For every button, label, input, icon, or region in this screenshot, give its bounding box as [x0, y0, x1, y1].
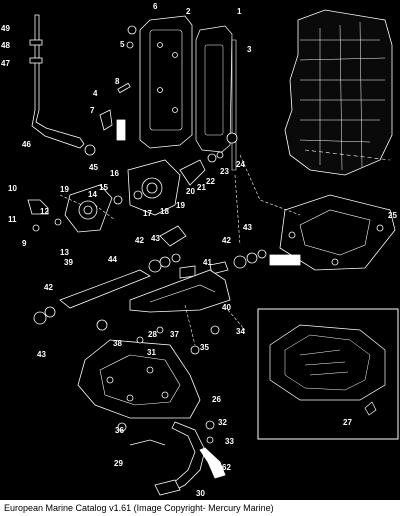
callout-label: 19 — [60, 185, 69, 194]
callout-label: 13 — [60, 248, 69, 257]
callout-label: 14 — [88, 190, 97, 199]
callout-label: 16 — [110, 169, 119, 178]
callout-label: 44 — [108, 255, 117, 264]
callout-label: 47 — [1, 59, 10, 68]
callout-label: 49 — [1, 24, 10, 33]
callout-label: 40 — [222, 303, 231, 312]
callout-label: 5 — [120, 40, 125, 49]
callout-label: 62 — [222, 463, 231, 472]
callout-label: 19 — [176, 201, 185, 210]
callout-label: 48 — [1, 41, 10, 50]
callout-label: 32 — [218, 418, 227, 427]
callout-label: 41 — [203, 258, 212, 267]
callout-label: 12 — [40, 207, 49, 216]
callout-label: 20 — [186, 187, 195, 196]
callout-label: 10 — [8, 184, 17, 193]
callout-label: 18 — [160, 207, 169, 216]
callout-label: 27 — [343, 418, 352, 427]
callout-label: 11 — [8, 215, 17, 224]
hose-part — [31, 14, 85, 149]
callout-labels: 1 2 3 4 5 6 7 8 9 10 11 12 13 14 15 16 1… — [1, 2, 397, 498]
callout-label: 26 — [212, 395, 221, 404]
callout-label: 23 — [220, 167, 229, 176]
callout-label: 45 — [89, 163, 98, 172]
callout-label: 4 — [93, 89, 98, 98]
callout-label: 3 — [247, 45, 252, 54]
callout-label: 8 — [115, 77, 120, 86]
callout-label: 36 — [115, 426, 124, 435]
callout-label: 22 — [206, 177, 215, 186]
callout-label: 24 — [236, 160, 245, 169]
callout-label: 37 — [170, 330, 179, 339]
callout-label: 7 — [90, 106, 95, 115]
engine-block — [284, 9, 393, 176]
callout-label: 30 — [196, 489, 205, 498]
copyright-caption: European Marine Catalog v1.61 (Image Cop… — [0, 500, 400, 516]
callout-label: 28 — [148, 330, 157, 339]
callout-label: 43 — [243, 223, 252, 232]
callout-label: 21 — [197, 183, 206, 192]
callout-label: 17 — [143, 209, 152, 218]
callout-label: 29 — [114, 459, 123, 468]
callout-label: 42 — [44, 283, 53, 292]
inset-box — [257, 308, 399, 440]
callout-label: 38 — [113, 339, 122, 348]
callout-label: 2 — [186, 7, 191, 16]
callout-label: 43 — [151, 234, 160, 243]
callout-label: 43 — [37, 350, 46, 359]
callout-label: 25 — [388, 211, 397, 220]
callout-label: 42 — [222, 236, 231, 245]
callout-label: 35 — [200, 343, 209, 352]
callout-label: 34 — [236, 327, 245, 336]
callout-label: 15 — [99, 183, 108, 192]
parts-diagram: 1 2 3 4 5 6 7 8 9 10 11 12 13 14 15 16 1… — [0, 0, 400, 500]
callout-label: 33 — [225, 437, 234, 446]
callout-label: 39 — [64, 258, 73, 267]
callout-label: 31 — [147, 348, 156, 357]
callout-label: 95 — [290, 256, 299, 265]
callout-label: 42 — [135, 236, 144, 245]
callout-label: 46 — [22, 140, 31, 149]
callout-label: 1 — [237, 7, 242, 16]
callout-label: 6 — [153, 2, 158, 11]
callout-label: 9 — [22, 239, 27, 248]
